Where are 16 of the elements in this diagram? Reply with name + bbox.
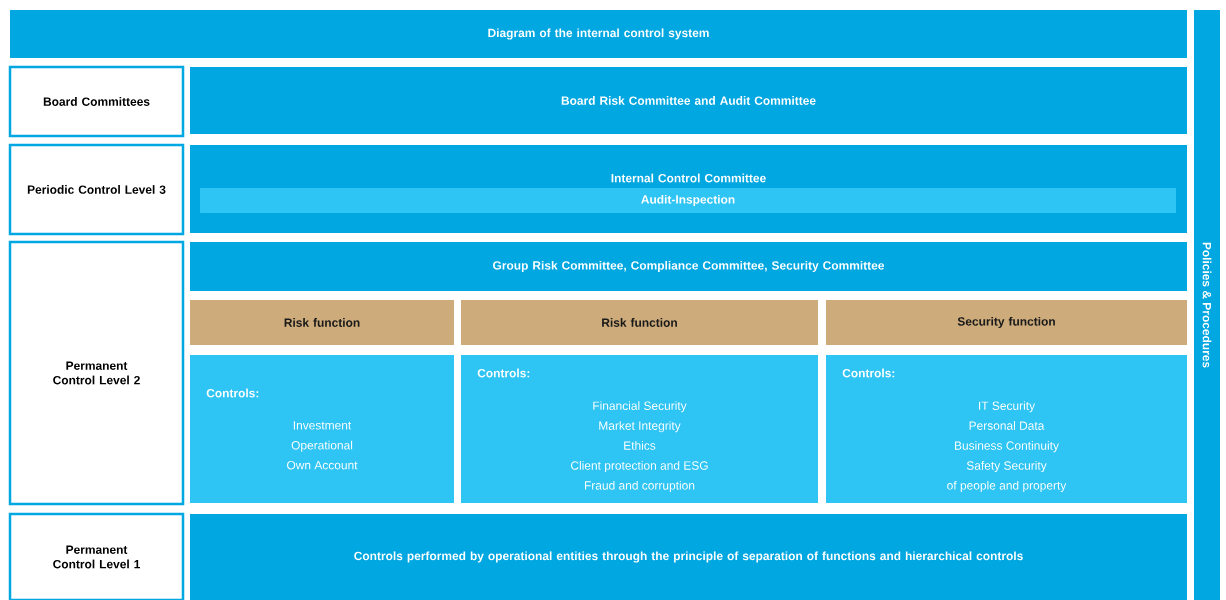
row-label-box: Periodic Control Level 3 xyxy=(8,143,185,236)
function-header: Risk function xyxy=(461,300,818,345)
side-band: Policies & Procedures xyxy=(1194,10,1220,600)
function-header: Risk function xyxy=(190,300,454,345)
controls-box: Controls: Financial Security Market Integrity Ethics Client protection and ESG Fraud and corruption xyxy=(461,355,818,503)
controls-box: Controls: IT Security Personal Data Business Continuity Safety Security of people and property xyxy=(826,355,1187,503)
committee-band: Group Risk Committee, Compliance Committee, Security Committee xyxy=(190,242,1187,291)
committee-band: Board Risk Committee and Audit Committee xyxy=(190,67,1187,134)
title-band: Diagram of the internal control system xyxy=(10,10,1187,58)
row-label-box: Permanent Control Level 2 xyxy=(8,240,185,506)
row-label-box: Board Committees xyxy=(8,65,185,138)
function-header: Security function xyxy=(826,300,1187,345)
committee-band: Controls performed by operational entities through the principle of separation of functions and hierarchical controls xyxy=(190,514,1187,600)
controls-box: Controls: Investment Operational Own Account xyxy=(190,355,454,503)
row-label-box: Permanent Control Level 1 xyxy=(8,512,185,600)
inspection-band: Audit-Inspection xyxy=(200,188,1176,213)
